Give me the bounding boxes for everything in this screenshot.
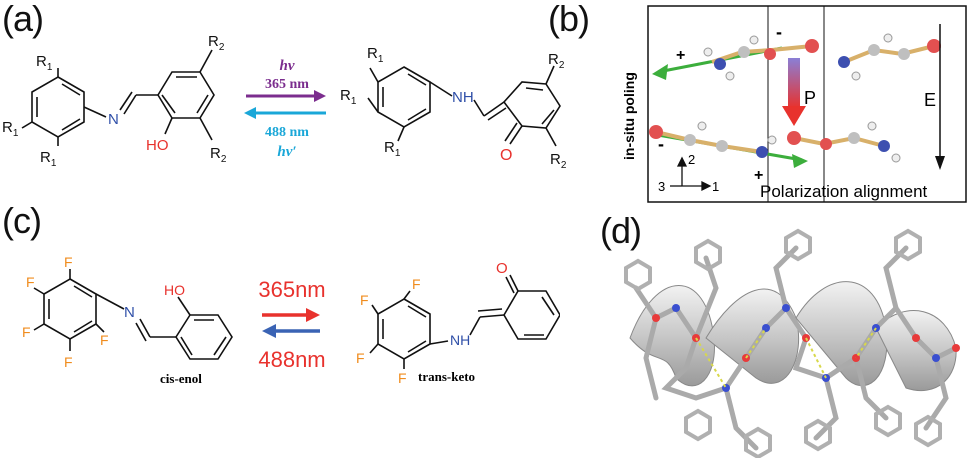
keto-o-label: O: [500, 147, 512, 164]
r2-label: R2: [550, 151, 567, 171]
cis-enol-label: cis-enol: [160, 371, 202, 386]
reverse-wavelength-label: 488nm: [258, 347, 325, 372]
fluorine-label: F: [356, 350, 365, 366]
panel-a-scheme: R1 R1 R1 N HO R2 R2 hv 365 nm 488 nm hv′: [2, 33, 567, 171]
polarization-alignment-caption: Polarization alignment: [760, 182, 928, 201]
axes-indicator: [670, 156, 712, 192]
fluorine-label: F: [360, 292, 369, 308]
axis-3-label: 3: [658, 179, 665, 194]
imine-n-label: N: [108, 111, 119, 128]
fluorine-label: F: [64, 354, 73, 370]
minus-sign: -: [776, 22, 782, 42]
imine-n-label: N: [124, 304, 135, 321]
axis-2-label: 2: [688, 152, 695, 167]
panel-c-left-labels: F F F F F N HO cis-enol: [22, 254, 202, 386]
forward-hv-label: hv: [280, 58, 295, 74]
r1-label: R1: [36, 53, 53, 73]
molecule-chain-bottom: [649, 121, 901, 168]
minus-sign: -: [658, 134, 664, 154]
r1-label: R1: [340, 87, 357, 107]
r1-label: R1: [40, 149, 57, 169]
forward-wavelength-label: 365 nm: [265, 77, 309, 92]
panel-a-right-labels: R1 R1 R1 NH O R2 R2: [340, 45, 567, 171]
panel-label-b: (b): [548, 0, 590, 39]
hydroxyl-label: HO: [164, 282, 185, 298]
panel-b-poling-diagram: in-situ poling: [621, 5, 967, 203]
polarization-arrow: [788, 58, 800, 108]
panel-c-right-labels: F F F F NH O trans-keto: [356, 260, 508, 386]
panel-a-right-molecule: [367, 65, 561, 147]
fluorine-label: F: [412, 276, 421, 292]
keto-o-label: O: [496, 260, 508, 277]
plus-sign: +: [676, 47, 685, 64]
in-situ-poling-label: in-situ poling: [621, 72, 637, 160]
forward-wavelength-label: 365nm: [258, 277, 325, 302]
panel-c-arrows: 365nm 488nm: [258, 277, 325, 372]
polarization-arrow-head: [782, 106, 806, 126]
axis-1-label: 1: [712, 179, 719, 194]
plus-sign: +: [754, 167, 763, 184]
e-label: E: [924, 90, 936, 110]
fluorine-label: F: [26, 274, 35, 290]
panel-label-d: (d): [600, 210, 642, 251]
r2-label: R2: [208, 33, 225, 53]
aromatic-rings: [624, 228, 942, 458]
hydrogen-bonds: [695, 327, 877, 389]
trans-keto-label: trans-keto: [418, 369, 475, 384]
poling-frame: [647, 5, 967, 203]
r1-label: R1: [384, 139, 401, 159]
r1-label: R1: [2, 119, 19, 139]
panel-a-arrows: hv 365 nm 488 nm hv′: [244, 58, 326, 160]
panel-a-left-molecule: [21, 49, 215, 146]
hydroxyl-label: HO: [146, 137, 169, 154]
panel-label-c: (c): [2, 200, 42, 241]
panel-c-left-molecule: [33, 269, 233, 360]
fluorine-label: F: [100, 332, 109, 348]
r1-label: R1: [367, 45, 384, 65]
reverse-hv-label: hv′: [277, 144, 296, 160]
amine-nh-label: NH: [452, 89, 474, 106]
fluorine-label: F: [22, 324, 31, 340]
amine-nh-label: NH: [450, 332, 470, 348]
r2-label: R2: [210, 145, 227, 165]
panel-a-left-labels: R1 R1 R1 N HO R2 R2: [2, 33, 227, 169]
p-label: P: [804, 88, 816, 108]
molecule-chain-top: [652, 33, 941, 81]
panel-d-helix-structure: [624, 228, 960, 458]
fluorine-label: F: [64, 254, 73, 270]
reverse-wavelength-label: 488 nm: [265, 125, 309, 140]
panel-c-right-molecule: [369, 274, 560, 369]
panel-label-a: (a): [2, 0, 44, 39]
r2-label: R2: [548, 51, 565, 71]
field-arrow-head: [935, 156, 945, 170]
panel-c-scheme: F F F F F N HO cis-enol 365nm 488nm F F …: [22, 254, 560, 386]
fluorine-label: F: [398, 370, 407, 386]
